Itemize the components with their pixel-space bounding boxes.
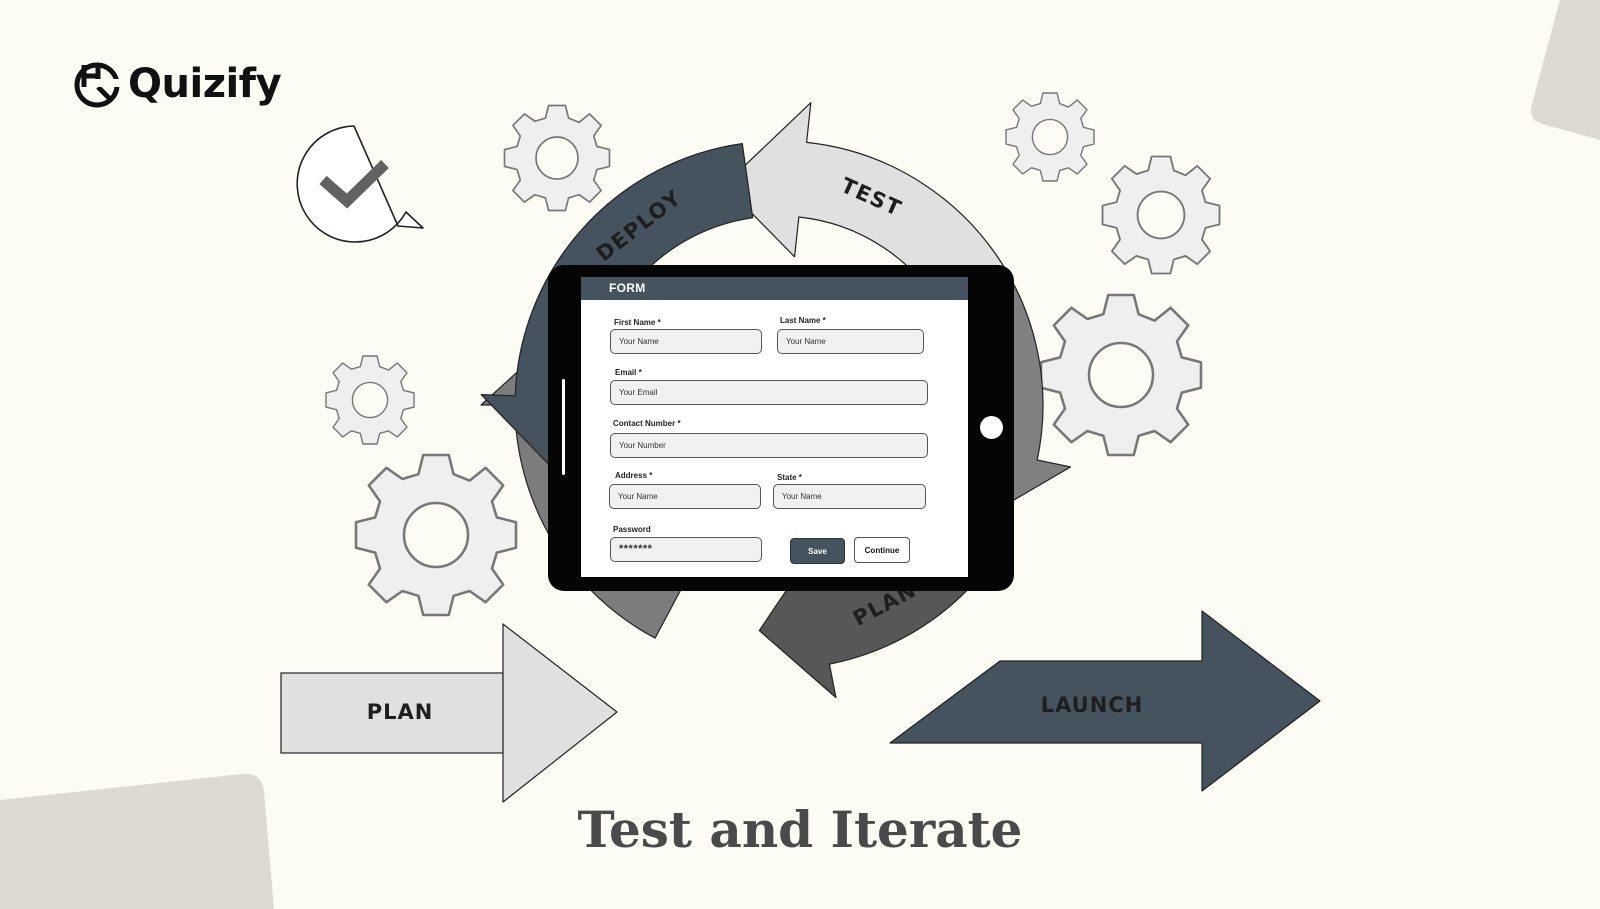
email-label: Email * — [615, 368, 642, 377]
state-input[interactable] — [773, 484, 926, 509]
checkmark-speech-bubble-icon — [296, 125, 424, 243]
brand-name: Quizify — [128, 61, 282, 107]
brand-logo: Quizify — [72, 58, 282, 110]
launch-arrow-label: LAUNCH — [1041, 693, 1144, 717]
gear-icon — [1039, 293, 1203, 457]
corner-shape-bottom-left — [0, 773, 274, 909]
email-input[interactable] — [610, 380, 928, 405]
save-button[interactable]: Save — [790, 538, 845, 564]
gear-icon — [1101, 155, 1221, 275]
address-label: Address * — [615, 471, 653, 480]
plan-arrow: PLAN — [280, 623, 618, 803]
continue-button[interactable]: Continue — [854, 537, 910, 563]
plan-arrow-label: PLAN — [367, 700, 434, 724]
password-input[interactable]: ******* — [610, 537, 762, 562]
state-label: State * — [777, 473, 802, 482]
gear-icon — [354, 453, 518, 617]
page-title: Test and Iterate — [577, 800, 1023, 859]
last-name-label: Last Name * — [780, 316, 826, 325]
tablet-home-button[interactable] — [980, 416, 1003, 439]
first-name-input[interactable] — [610, 329, 762, 354]
gear-icon — [325, 355, 415, 445]
quizify-logo-icon — [74, 62, 120, 108]
launch-arrow: LAUNCH — [889, 610, 1321, 792]
form-header: FORM — [581, 277, 968, 300]
contact-number-input[interactable] — [610, 433, 928, 458]
gear-icon — [1005, 92, 1095, 182]
contact-number-label: Contact Number * — [613, 419, 681, 428]
tablet-side-bar — [562, 379, 565, 475]
tablet-device: FORM First Name * Last Name * Email * Co… — [548, 265, 1014, 591]
first-name-label: First Name * — [614, 318, 661, 327]
test-segment: TEST — [723, 102, 1009, 312]
corner-shape-top-right — [1531, 0, 1600, 140]
password-label: Password — [613, 525, 651, 534]
gear-icon — [503, 104, 611, 212]
form-screen: FORM First Name * Last Name * Email * Co… — [581, 277, 968, 577]
address-input[interactable] — [609, 484, 761, 509]
last-name-input[interactable] — [777, 329, 924, 354]
